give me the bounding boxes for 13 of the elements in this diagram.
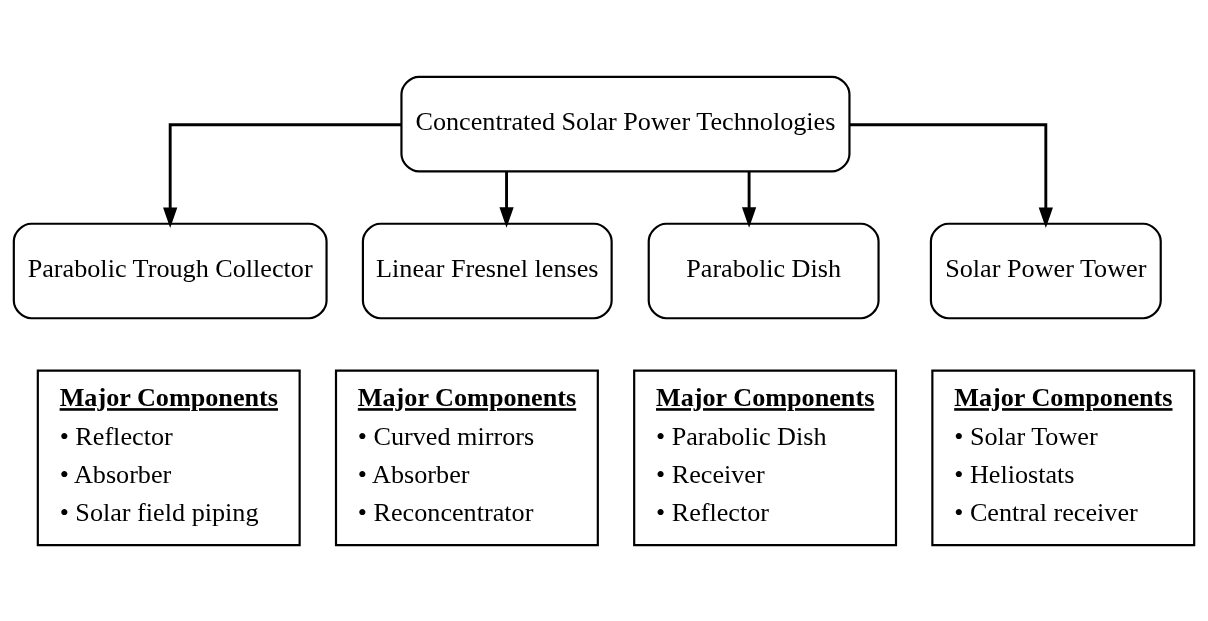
node-box: Linear Fresnel lenses	[361, 222, 613, 319]
node-box: Major Components • Curved mirrors • Absorber • Reconcentrator	[334, 369, 599, 546]
node-box: Major Components • Reflector • Absorber • Solar field piping	[36, 369, 301, 546]
arrow	[741, 170, 757, 228]
node-box: Major Components • Parabolic Dish • Receiver • Reflector	[633, 369, 898, 546]
arrow	[163, 122, 402, 228]
node-box: Parabolic Trough Collector	[12, 222, 328, 319]
arrow	[499, 170, 514, 228]
arrow	[849, 122, 1053, 228]
node-box: Major Components • Solar Tower • Heliostats • Central receiver	[931, 369, 1196, 546]
node-box: Concentrated Solar Power Technologies	[400, 75, 851, 172]
node-box: Solar Power Tower	[929, 222, 1162, 319]
node-box: Parabolic Dish	[647, 222, 880, 319]
